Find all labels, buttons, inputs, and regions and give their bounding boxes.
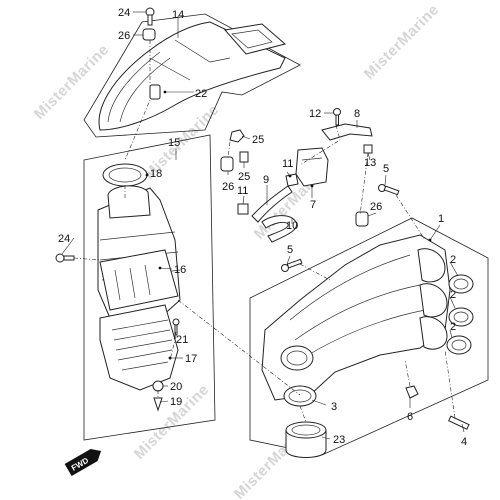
watermark-7: MisterMarine <box>361 1 443 83</box>
air-box-frame <box>83 134 216 441</box>
grommet-26-right <box>355 211 369 227</box>
callout-22: 22 <box>195 88 207 100</box>
callout-2-mid: 2 <box>450 289 456 301</box>
grommet-25-top <box>229 129 245 143</box>
leader-dots <box>145 90 432 360</box>
gasket-3 <box>283 385 317 407</box>
callout-20: 20 <box>170 381 182 393</box>
gaskets-2 <box>446 274 474 355</box>
callout-14: 14 <box>172 9 184 21</box>
upper-cover-part-14 <box>98 21 287 131</box>
grommet-20 <box>152 380 164 392</box>
callout-10: 10 <box>286 220 298 232</box>
stud-4 <box>448 415 470 430</box>
callout-18: 18 <box>150 168 162 180</box>
screw-21 <box>172 318 180 336</box>
bracket-8 <box>321 123 373 141</box>
bolt-24-top <box>145 7 155 26</box>
callout-2-top: 2 <box>450 254 456 266</box>
nut-13 <box>363 144 373 154</box>
hose-9 <box>251 185 293 223</box>
callout-8: 8 <box>354 108 360 120</box>
callout-1: 1 <box>438 213 444 225</box>
bolt-24-side <box>55 253 75 263</box>
callout-2-bottom: 2 <box>450 321 456 333</box>
air-box-16 <box>97 185 181 319</box>
manifold-1 <box>261 234 451 401</box>
callout-16: 16 <box>174 264 186 276</box>
alignment-lines <box>73 40 456 423</box>
callout-5-upper: 5 <box>383 163 389 175</box>
seal-ring-18 <box>102 163 148 187</box>
callout-25-mid: 25 <box>238 171 250 183</box>
clip-11-lower <box>237 203 249 215</box>
grommet-25-mid <box>239 151 249 163</box>
callout-9: 9 <box>263 174 269 186</box>
callout-numbers: 24 14 26 22 25 15 18 16 21 17 20 19 24 2… <box>58 7 467 448</box>
fwd-arrow: FWD <box>64 448 102 477</box>
callout-5-lower: 5 <box>287 244 293 256</box>
valve-7 <box>295 147 329 187</box>
hose-10 <box>261 215 298 243</box>
callout-13: 13 <box>364 157 376 169</box>
grommet-26-top <box>142 28 156 41</box>
clip-11-upper <box>285 173 299 187</box>
callout-19: 19 <box>170 396 182 408</box>
nut-6 <box>405 385 419 399</box>
callout-26-mid: 26 <box>222 181 234 193</box>
callout-24: 24 <box>118 7 130 19</box>
callout-23: 23 <box>333 434 345 446</box>
duct-23 <box>285 421 327 458</box>
leader-lines <box>61 11 465 440</box>
bolt-5-upper <box>378 184 400 196</box>
grommet-26-mid <box>220 156 234 172</box>
callout-17: 17 <box>185 353 197 365</box>
callout-4: 4 <box>461 436 467 448</box>
callout-3: 3 <box>331 401 337 413</box>
callout-15: 15 <box>168 137 180 149</box>
bolt-12 <box>333 108 341 126</box>
callout-11-lower: 11 <box>237 185 248 197</box>
callout-11-upper: 11 <box>282 158 293 170</box>
callout-25: 25 <box>252 134 264 146</box>
callout-26: 26 <box>118 30 130 42</box>
callout-6: 6 <box>407 411 413 423</box>
manifold-frame <box>249 217 489 456</box>
clip-19 <box>153 397 163 412</box>
bolt-5-lower <box>281 258 303 272</box>
callout-26-right: 26 <box>370 201 382 213</box>
lower-box-17 <box>99 304 179 391</box>
callout-12: 12 <box>309 108 321 120</box>
callout-21: 21 <box>176 334 188 346</box>
callout-24-side: 24 <box>58 233 70 245</box>
callout-7: 7 <box>310 199 316 211</box>
